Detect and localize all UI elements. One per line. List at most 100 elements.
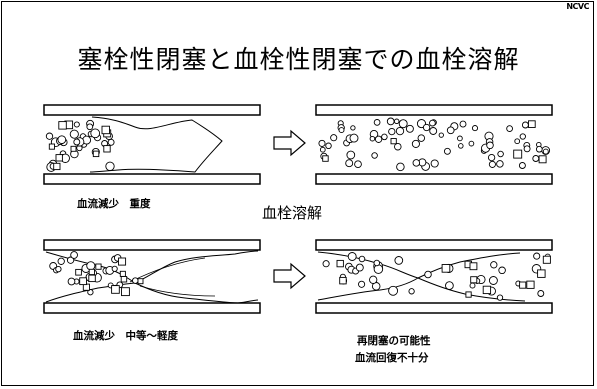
particle-circle [445, 281, 454, 290]
particle-square [79, 277, 87, 286]
particle-circle [521, 121, 529, 129]
particle-circle [369, 135, 376, 142]
logo: NCVC [566, 2, 589, 11]
bottom-left-caption: 血流減少 中等～軽度 [73, 330, 178, 342]
particle-circle [86, 123, 94, 131]
particle-circle [535, 145, 543, 153]
particle-circle [319, 146, 326, 153]
particle-circle [471, 125, 479, 132]
bottom-right-caption-line1: 再閉塞の可能性 [357, 335, 431, 347]
particle-circle [358, 255, 366, 263]
particle-square [482, 285, 492, 295]
particle-square [101, 125, 110, 135]
particle-circle [322, 260, 330, 268]
particle-circle [394, 256, 404, 265]
vessel-wall-bottom [43, 302, 261, 314]
particle-circle [490, 261, 498, 269]
thrombus-particles [49, 251, 144, 297]
particle-circle [486, 141, 494, 150]
particle-square [118, 257, 127, 266]
particle-circle [346, 150, 356, 160]
particle-square [339, 276, 347, 285]
particle-circle [533, 252, 541, 260]
particle-circle [66, 256, 75, 264]
particle-circle [345, 159, 354, 168]
particle-square [441, 264, 451, 273]
bottom-right-caption-line2: 血流回復不十分 [355, 352, 429, 364]
slide-title: 塞栓性閉塞と血栓性閉塞での血栓溶解 [77, 45, 520, 74]
particle-circle [411, 139, 420, 148]
particle-circle [412, 159, 421, 167]
vessel-wall-bottom [43, 173, 261, 185]
particle-circle [487, 153, 496, 162]
particle-circle [398, 119, 408, 129]
particle-circle [408, 288, 415, 295]
particle-circle [373, 119, 381, 126]
particle-circle [45, 132, 54, 140]
particle-square [322, 155, 329, 162]
particle-circle [55, 265, 62, 273]
particle-circle [57, 135, 67, 145]
particle-circle [338, 127, 345, 134]
particle-circle [514, 138, 521, 145]
particle-circle [395, 126, 405, 136]
vessel-top-left [43, 104, 261, 185]
vessel-wall-top [43, 239, 261, 251]
particle-square [137, 278, 144, 285]
particle-circle [358, 280, 366, 288]
vessel-wall-bottom [315, 173, 553, 185]
particle-circle [350, 125, 356, 131]
right-outline-arrow-icon [273, 129, 306, 157]
particle-circle [67, 277, 76, 286]
thrombolysis-label: 血栓溶解 [262, 204, 323, 222]
particle-circle [422, 123, 431, 132]
particle-circle [519, 133, 526, 140]
particle-circle [438, 132, 444, 138]
particle-circle [393, 118, 400, 125]
particle-circle [405, 124, 414, 133]
particle-square [119, 270, 126, 277]
particle-circle [354, 160, 362, 169]
particle-circle [417, 134, 426, 142]
particle-circle [488, 160, 496, 168]
particle-circle [73, 138, 81, 146]
particle-circle [90, 128, 101, 139]
vessel-wall-top [43, 104, 261, 116]
particle-square [465, 291, 472, 298]
particle-circle [374, 135, 383, 143]
particle-square [75, 268, 82, 276]
particle-square [526, 280, 535, 289]
particle-circle [498, 266, 506, 275]
particle-circle [105, 161, 115, 171]
particle-circle [373, 264, 384, 274]
particle-square [70, 145, 77, 152]
particle-circle [424, 270, 432, 279]
particle-circle [381, 133, 388, 141]
dispersed-particles [318, 117, 551, 172]
particle-square [542, 255, 551, 264]
particle-square [513, 149, 523, 159]
particle-square [336, 259, 344, 268]
particle-circle [70, 251, 78, 259]
particle-square [470, 276, 478, 284]
particle-square [55, 154, 63, 162]
particle-circle [394, 142, 402, 151]
particle-square [390, 138, 397, 145]
particle-circle [330, 134, 338, 142]
particle-circle [373, 259, 381, 267]
particle-circle [496, 160, 504, 168]
particle-circle [132, 277, 139, 284]
particle-circle [86, 261, 96, 271]
vessel-bottom-left [43, 239, 261, 314]
particle-circle [318, 139, 326, 147]
particle-circle [532, 155, 540, 162]
particle-square [538, 155, 547, 164]
particle-square [88, 274, 96, 283]
particle-square [121, 287, 130, 297]
particle-square [120, 276, 128, 283]
thrombus-outline [45, 282, 259, 304]
particle-circle [69, 129, 79, 139]
vessel-wall-top [315, 104, 553, 116]
